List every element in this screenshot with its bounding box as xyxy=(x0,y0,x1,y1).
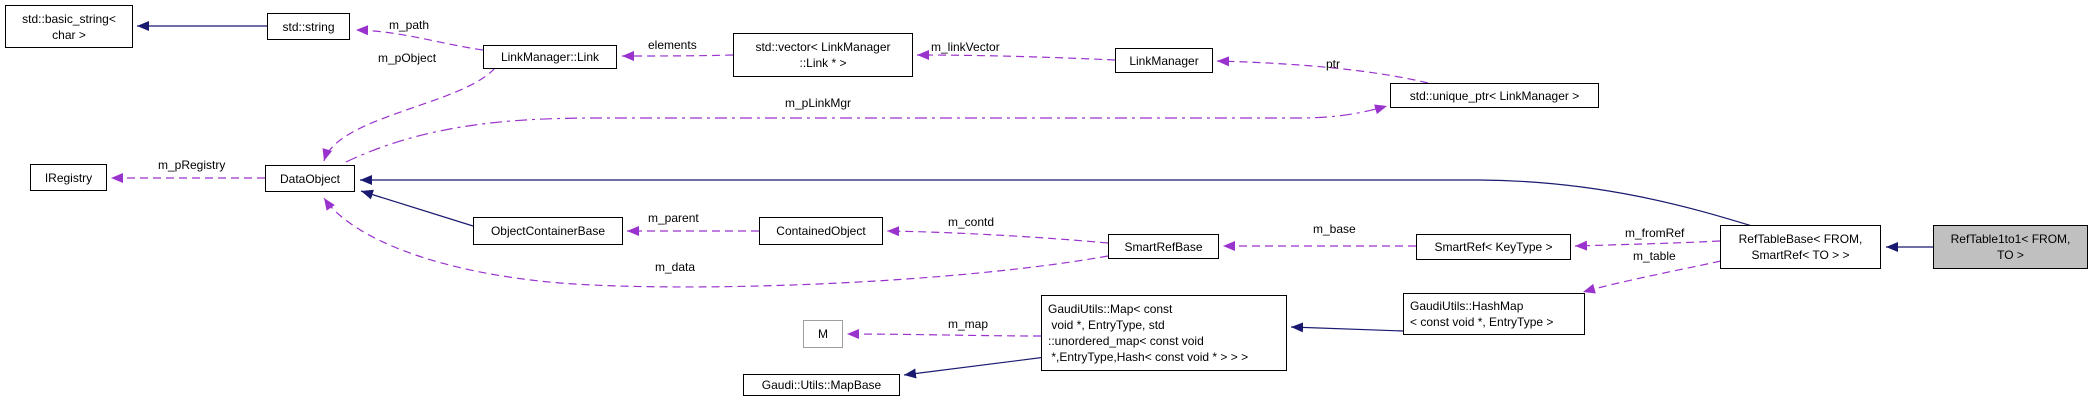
edge-reftablebase-to-dataobject xyxy=(360,175,1753,227)
edge-ptr xyxy=(1216,56,1429,84)
edge-label-elements: elements xyxy=(648,38,697,52)
node-linkmanager-link[interactable]: LinkManager::Link xyxy=(483,45,617,69)
edge-label-m-pobject: m_pObject xyxy=(378,51,437,65)
edge-m-pobject xyxy=(322,67,496,162)
node-label: ::Link * > xyxy=(799,56,847,70)
node-label: std::unique_ptr< LinkManager > xyxy=(1409,88,1580,103)
node-objectcontainerbase[interactable]: ObjectContainerBase xyxy=(473,217,623,245)
node-std-vector-link[interactable]: std::vector< LinkManager ::Link * > xyxy=(733,33,913,77)
node-label: < const void *, EntryType > xyxy=(1410,315,1554,329)
node-label: std::basic_string< xyxy=(22,11,116,26)
node-reftablebase[interactable]: RefTableBase< FROM, SmartRef< TO > > xyxy=(1720,225,1881,269)
node-label: ContainedObject xyxy=(776,224,866,238)
edge-m-map xyxy=(846,329,1042,340)
edge-m-plinkmgr xyxy=(345,104,1388,163)
edge-elements xyxy=(621,50,734,61)
node-label: DataObject xyxy=(279,171,341,186)
edge-label-m-table: m_table xyxy=(1633,249,1676,263)
edge-m-data xyxy=(323,197,1109,288)
node-label: GaudiUtils::HashMap xyxy=(1410,299,1524,313)
node-label: LinkManager xyxy=(1129,53,1199,68)
edge-label-m-fromref: m_fromRef xyxy=(1625,226,1685,240)
edge-label-m-path: m_path xyxy=(389,18,430,32)
node-label: M xyxy=(818,327,828,341)
node-label: SmartRefBase xyxy=(1124,239,1203,254)
node-smartref-keytype[interactable]: SmartRef< KeyType > xyxy=(1416,234,1571,260)
edge-label-ptr: ptr xyxy=(1326,57,1341,71)
node-label: RefTableBase< FROM, xyxy=(1738,232,1863,246)
edge-label-m-plinkmgr: m_pLinkMgr xyxy=(785,96,852,110)
node-gaudiutils-hashmap[interactable]: GaudiUtils::HashMap < const void *, Entr… xyxy=(1403,293,1585,335)
node-label: SmartRef< KeyType > xyxy=(1434,240,1553,254)
node-std-basic-string[interactable]: std::basic_string< char > xyxy=(5,5,133,48)
node-label: void *, EntryType, std xyxy=(1048,318,1165,332)
edge-m-table xyxy=(1582,260,1722,294)
edge-label-m-linkvector: m_linkVector xyxy=(931,40,1000,54)
node-reftable1to1-focus: RefTable1to1< FROM, TO > xyxy=(1933,225,2088,269)
node-template-param-m: M xyxy=(803,320,843,348)
node-iregistry[interactable]: IRegistry xyxy=(30,164,107,191)
node-gaudi-utils-mapbase[interactable]: Gaudi::Utils::MapBase xyxy=(743,374,900,396)
node-dataobject[interactable]: DataObject xyxy=(265,165,355,192)
edge-label-m-base: m_base xyxy=(1313,222,1356,236)
node-label: GaudiUtils::Map< const xyxy=(1048,302,1173,316)
edge-label-m-pregistry: m_pRegistry xyxy=(158,158,226,172)
edge-gaudimap-to-mapbase xyxy=(903,356,1047,379)
node-linkmanager[interactable]: LinkManager xyxy=(1115,48,1213,73)
node-label: LinkManager::Link xyxy=(500,50,600,64)
node-label: RefTable1to1< FROM, xyxy=(1950,232,2071,246)
node-label: TO > xyxy=(1997,248,2024,262)
edge-m-contd xyxy=(886,226,1109,244)
edge-label-m-parent: m_parent xyxy=(648,211,699,225)
edge-m-linkvector xyxy=(916,50,1116,61)
node-label: IRegistry xyxy=(44,170,93,185)
node-label: *,EntryType,Hash< const void * > > > xyxy=(1048,350,1249,364)
node-smartrefbase[interactable]: SmartRefBase xyxy=(1108,234,1219,259)
node-label: ::unordered_map< const void xyxy=(1048,334,1204,348)
edge-label-m-map: m_map xyxy=(948,317,989,331)
node-label: SmartRef< TO > > xyxy=(1751,248,1850,262)
node-label: char > xyxy=(52,27,86,42)
node-label: std::vector< LinkManager xyxy=(755,40,891,54)
edge-objectcontainerbase-to-dataobject xyxy=(360,189,474,227)
edge-hashmap-to-gaudimap xyxy=(1290,322,1404,333)
edge-m-fromref xyxy=(1574,240,1721,251)
node-label: Gaudi::Utils::MapBase xyxy=(761,378,882,392)
edge-m-path xyxy=(355,25,484,51)
edge-label-m-data: m_data xyxy=(655,260,696,274)
edge-label-m-contd: m_contd xyxy=(948,215,995,229)
node-containedobject[interactable]: ContainedObject xyxy=(759,217,883,245)
node-label: std::string xyxy=(282,19,335,34)
node-label: ObjectContainerBase xyxy=(490,224,606,238)
node-gaudiutils-map[interactable]: GaudiUtils::Map< const void *, EntryType… xyxy=(1041,295,1287,371)
node-std-string[interactable]: std::string xyxy=(267,13,350,40)
node-std-unique-ptr[interactable]: std::unique_ptr< LinkManager > xyxy=(1390,83,1599,108)
